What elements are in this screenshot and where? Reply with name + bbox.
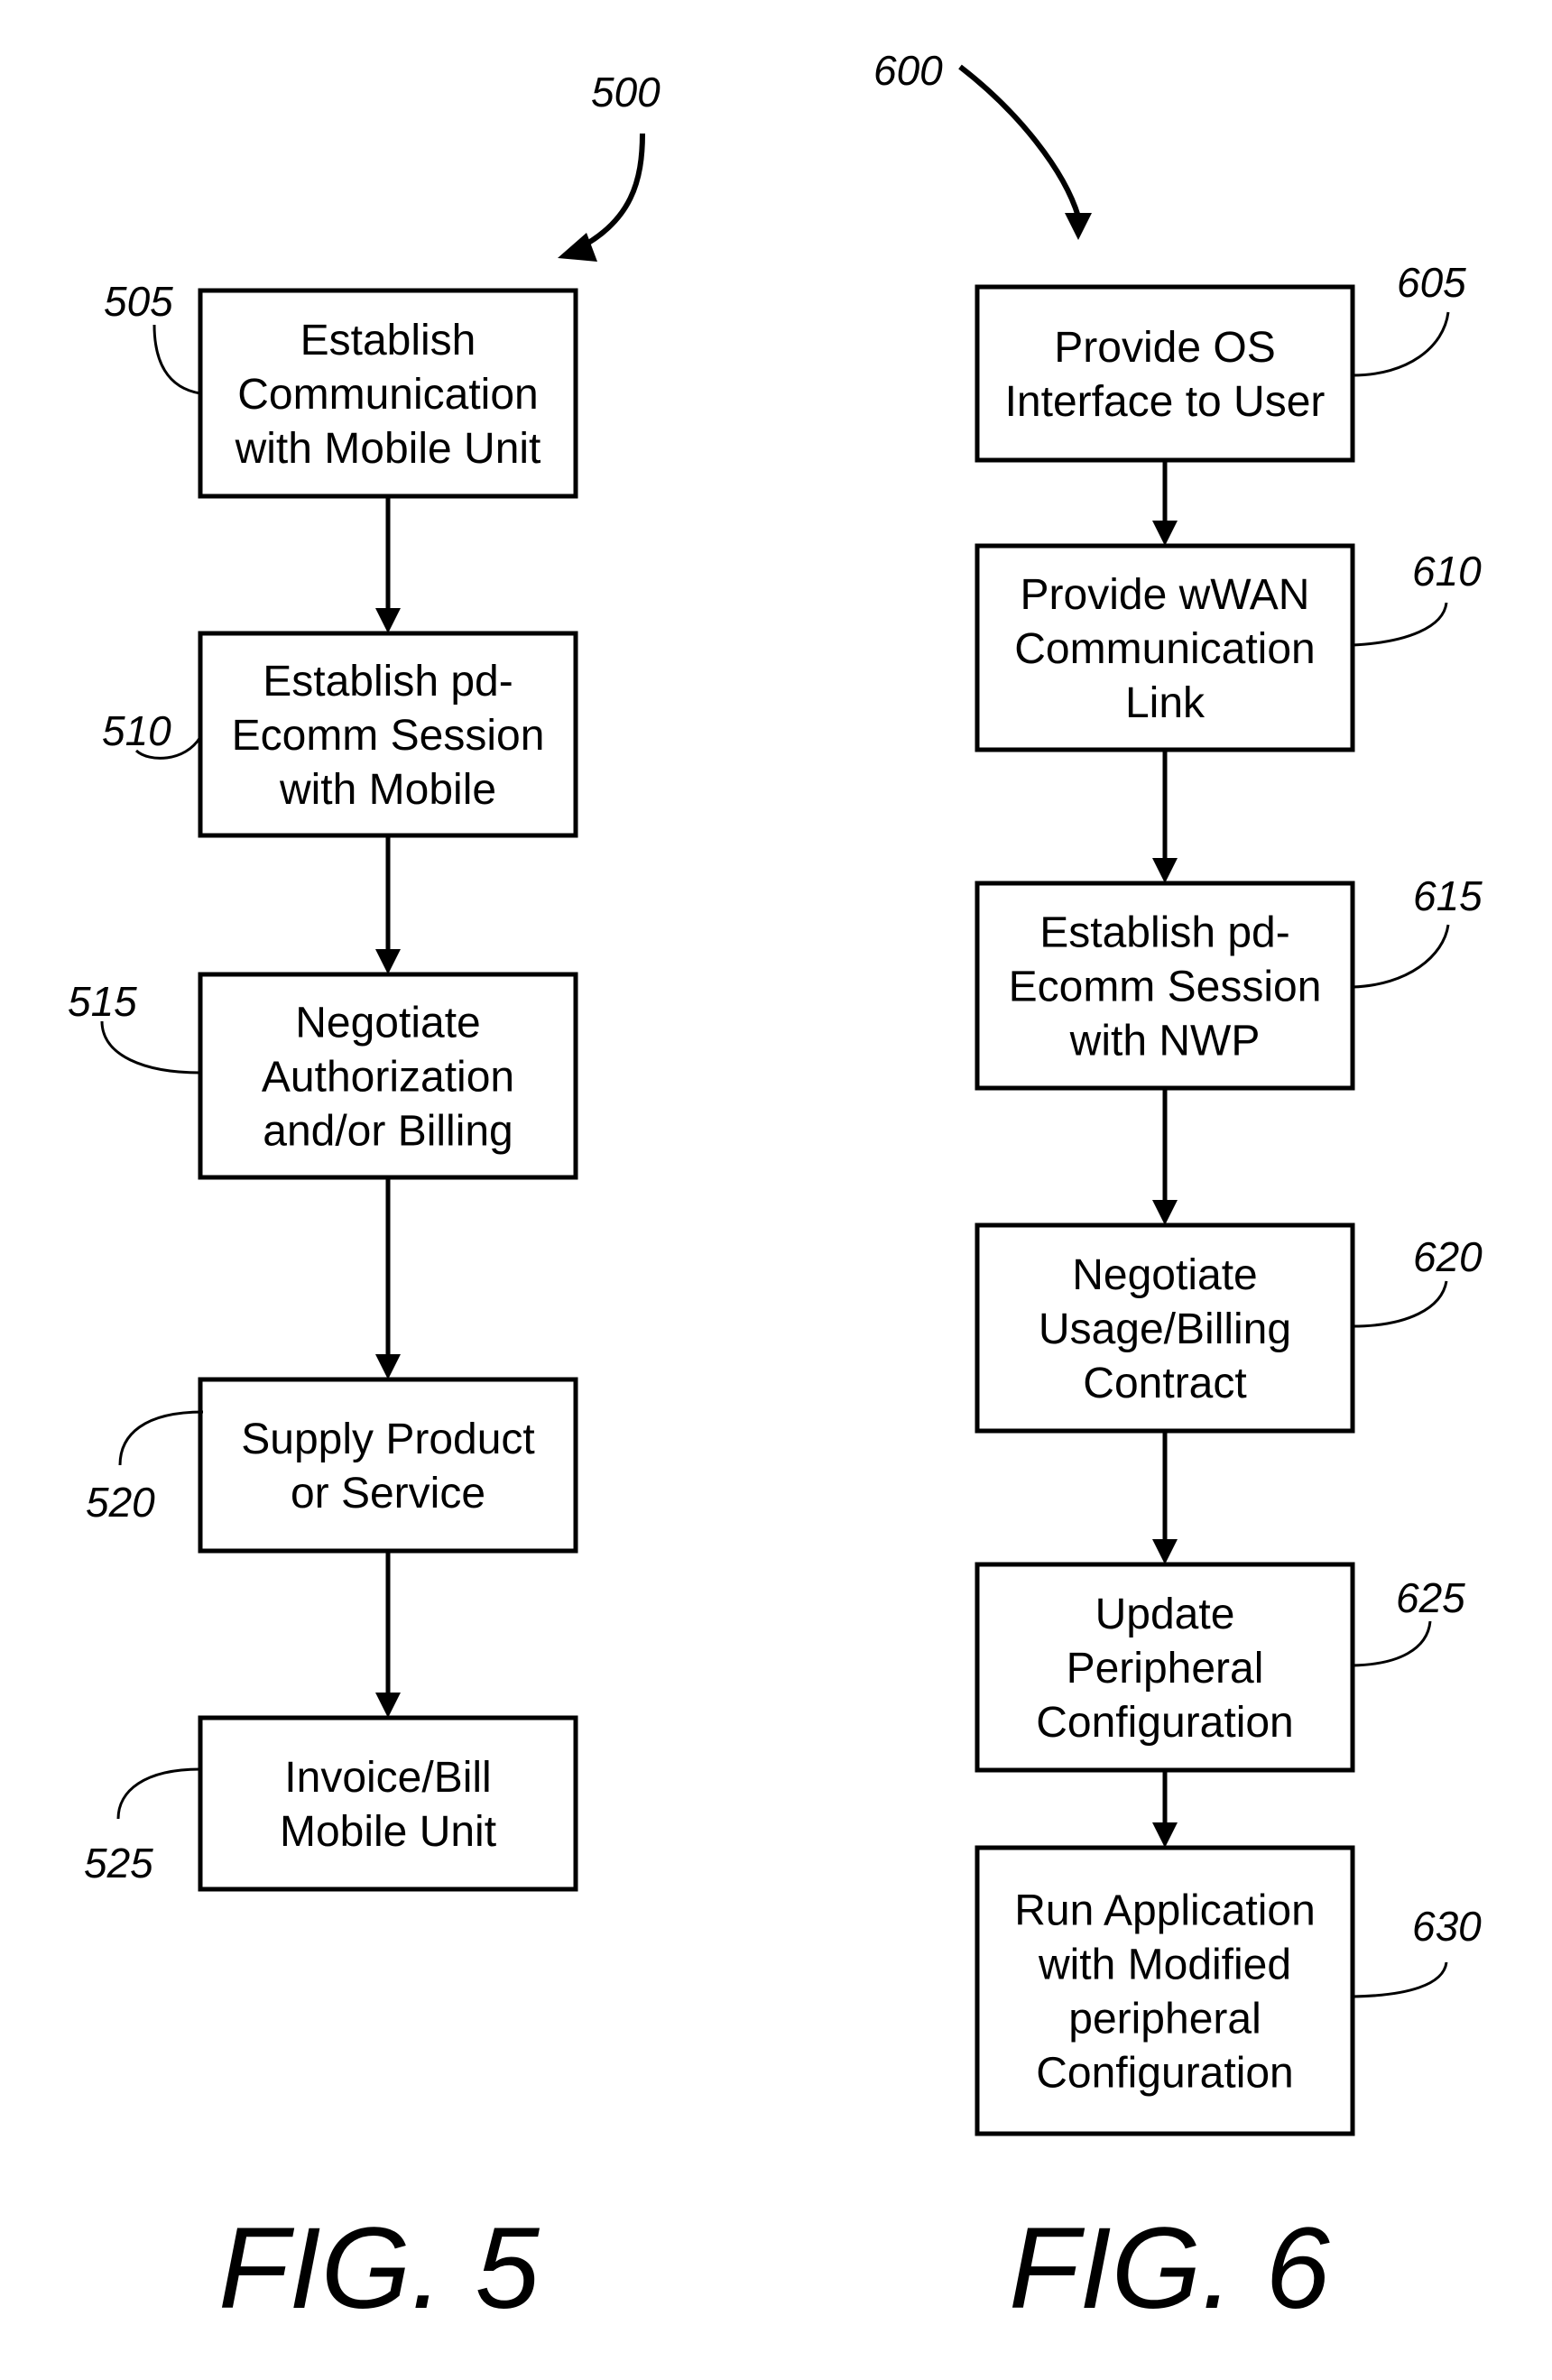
step-text-line: with Modified	[1038, 1942, 1291, 1989]
step-box	[977, 287, 1353, 460]
step-text-line: Mobile Unit	[280, 1808, 496, 1856]
step-reference-number: 515	[68, 978, 137, 1025]
flow-arrowhead	[1152, 1822, 1178, 1848]
flow-arrowhead	[375, 1354, 401, 1379]
step-630: Run Application with Modified peripheralCo…	[977, 1848, 1482, 2134]
flowchart-fig5: 500 EstablishCommunication with Mobile Un…	[68, 69, 661, 2333]
step-text-line: Interface to User	[1005, 378, 1326, 426]
step-text-line: Update	[1095, 1591, 1235, 1638]
step-text-line: or Service	[291, 1470, 485, 1517]
step-525: Invoice/BillMobile Unit 525	[84, 1718, 576, 1889]
reference-leader-line	[118, 1769, 200, 1819]
reference-arrowhead-500	[558, 233, 597, 262]
step-reference-number: 610	[1412, 548, 1482, 595]
step-text-line: Ecomm Session	[232, 712, 545, 760]
step-505: EstablishCommunication with Mobile Unit 50…	[104, 278, 576, 496]
flow-arrowhead	[1152, 521, 1178, 546]
step-text-line: Link	[1125, 679, 1206, 727]
step-reference-number: 620	[1413, 1233, 1483, 1280]
flow-arrowhead	[1152, 1539, 1178, 1564]
step-text-line: Establish pd-	[263, 658, 513, 706]
step-box	[200, 1718, 576, 1889]
step-text-line: Configuration	[1036, 1699, 1294, 1747]
reference-arrowhead-600	[1065, 213, 1092, 240]
step-text-line: Peripheral	[1067, 1645, 1264, 1693]
step-reference-number: 510	[102, 707, 171, 754]
reference-leader-line	[1353, 1281, 1446, 1326]
step-reference-number: 615	[1413, 872, 1483, 919]
step-610: Provide wWAN CommunicationLink 610	[977, 546, 1482, 750]
figure-caption-fig5: FIG. 5	[218, 2204, 540, 2333]
step-text-line: Authorization	[262, 1054, 514, 1102]
figure-reference-600: 600	[873, 47, 943, 94]
step-reference-number: 625	[1396, 1574, 1465, 1621]
step-text-line: Negotiate	[1072, 1251, 1257, 1299]
step-515: NegotiateAuthorization and/or Billing 515	[68, 974, 576, 1177]
step-520: Supply Product or Service 520	[86, 1379, 576, 1551]
figure-caption-fig6: FIG. 6	[1009, 2204, 1330, 2333]
step-620: NegotiateUsage/BillingContract 620	[977, 1225, 1483, 1431]
step-605: Provide OS Interface to User 605	[977, 259, 1466, 460]
step-625: UpdatePeripheralConfiguration 625	[977, 1564, 1465, 1770]
step-text-line: Configuration	[1036, 2050, 1294, 2098]
step-text-line: peripheral	[1068, 1996, 1261, 2043]
step-text-line: and/or Billing	[263, 1108, 513, 1156]
reference-arrow-600	[960, 67, 1078, 217]
step-510: Establish pd- Ecomm Session with Mobile 510	[102, 633, 576, 835]
step-text-line: Supply Product	[241, 1416, 535, 1463]
flow-arrowhead	[375, 949, 401, 974]
step-text-line: Contract	[1083, 1360, 1246, 1407]
step-text-line: Run Application	[1014, 1887, 1316, 1935]
flowchart-fig6: 600 Provide OSInterface to User605Provid…	[873, 47, 1483, 2333]
step-text-line: Establish	[300, 317, 476, 364]
step-box	[200, 1379, 576, 1551]
step-text-line: Ecomm Session	[1009, 964, 1322, 1011]
step-reference-number: 630	[1412, 1903, 1482, 1950]
reference-leader-line	[1353, 1621, 1430, 1665]
reference-leader-line	[1353, 312, 1448, 375]
flow-arrowhead	[375, 608, 401, 633]
step-615: Establish pd- Ecomm Session with NWP 615	[977, 872, 1483, 1088]
figure-reference-500: 500	[591, 69, 661, 115]
reference-leader-line	[1353, 1962, 1446, 1997]
step-text-line: with NWP	[1069, 1018, 1261, 1065]
flow-arrowhead	[1152, 858, 1178, 883]
step-text-line: Negotiate	[295, 1000, 480, 1047]
step-reference-number: 605	[1397, 259, 1466, 306]
step-text-line: Communication	[1014, 625, 1315, 673]
reference-leader-line	[120, 1412, 203, 1465]
reference-leader-line	[102, 1021, 200, 1073]
step-reference-number: 505	[104, 278, 173, 325]
step-text-line: Provide OS	[1054, 324, 1275, 372]
step-text-line: with Mobile	[279, 766, 496, 814]
flow-arrowhead	[1152, 1200, 1178, 1225]
step-text-line: with Mobile Unit	[235, 425, 541, 473]
step-text-line: Communication	[237, 371, 538, 419]
step-text-line: Provide wWAN	[1021, 571, 1310, 619]
step-reference-number: 525	[84, 1840, 153, 1886]
reference-leader-line	[154, 325, 200, 393]
step-reference-number: 520	[86, 1479, 155, 1526]
reference-arrow-500	[577, 134, 642, 249]
reference-leader-line	[1353, 925, 1448, 987]
flow-arrowhead	[375, 1693, 401, 1718]
reference-leader-line	[1353, 603, 1446, 645]
step-text-line: Establish pd-	[1039, 909, 1289, 957]
step-text-line: Invoice/Bill	[284, 1754, 491, 1802]
step-text-line: Usage/Billing	[1039, 1305, 1291, 1353]
